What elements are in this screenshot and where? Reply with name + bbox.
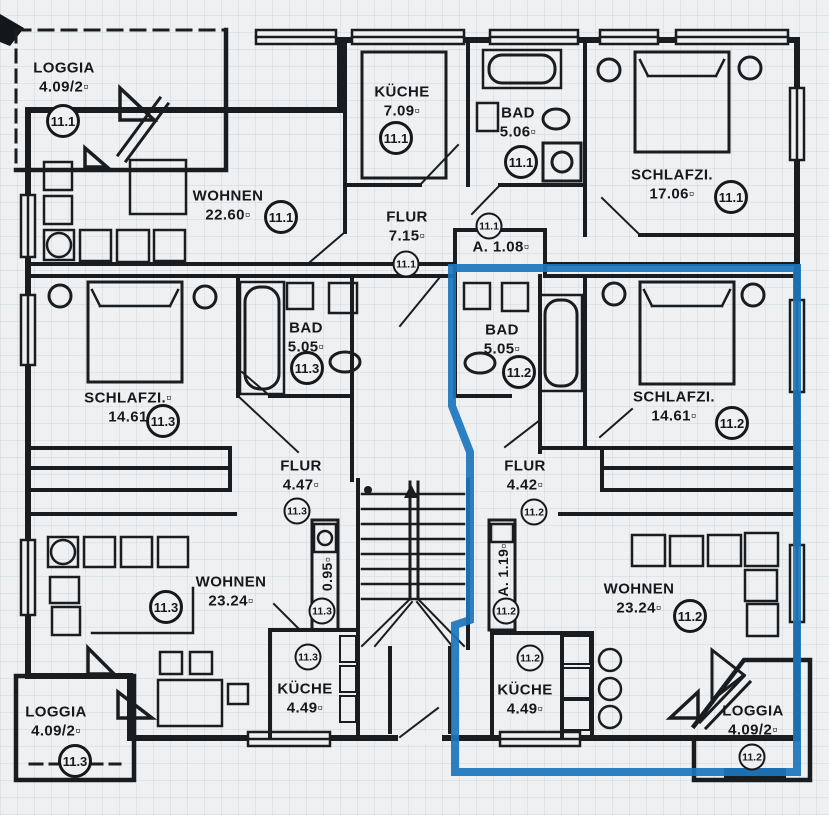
unit-circle-schlafzimmer-11.3: 11.3 [146, 404, 180, 438]
unit-circle-bad-11.3: 11.3 [290, 351, 324, 385]
room-label-schlafzimmer-11.2: SCHLAFZI.14.61▫ [633, 388, 715, 424]
unit-circle-kueche-11.2: 11.2 [516, 644, 544, 672]
unit-circle-wohnen-11.2: 11.2 [673, 599, 707, 633]
unit-circle-abstellraum-11.1: 11.1 [475, 212, 503, 240]
unit-circle-schlafzimmer-11.1: 11.1 [714, 180, 748, 214]
unit-circle-flur-11.3: 11.3 [283, 497, 311, 525]
unit-circle-bad-11.1: 11.1 [504, 145, 538, 179]
unit-circle-kueche-11.1: 11.1 [379, 121, 413, 155]
door-swings [236, 143, 642, 632]
unit-circle-flur-11.1: 11.1 [392, 250, 420, 278]
unit-circle-bad-11.2: 11.2 [502, 355, 536, 389]
unit-circle-kueche-11.3: 11.3 [294, 643, 322, 671]
staircase [360, 480, 466, 648]
shaft-label-11.3: 0.95▫ [319, 556, 335, 592]
unit-circle-shaft-11.3: 11.3 [308, 597, 336, 625]
room-label-schlafzimmer-11.3: SCHLAFZI.▫14.61 [84, 389, 172, 425]
unit-circle-wohnen-11.3: 11.3 [149, 590, 183, 624]
unit-11.2-highlight [448, 264, 801, 776]
room-label-schlafzimmer-11.1: SCHLAFZI.17.06▫ [631, 166, 713, 202]
unit-circle-loggia-11.1: 11.1 [46, 104, 80, 138]
unit-circle-loggia-11.3: 11.3 [58, 744, 92, 778]
unit-circle-loggia-11.2: 11.2 [738, 743, 766, 771]
unit-circle-shaft-11.2: 11.2 [492, 597, 520, 625]
room-label-abstellraum-11.1: A. 1.08▫ [472, 238, 530, 256]
unit-circle-schlafzimmer-11.2: 11.2 [715, 406, 749, 440]
furniture [42, 48, 780, 731]
unit-circle-wohnen-11.1: 11.1 [264, 200, 298, 234]
loggia-top-left [13, 27, 229, 173]
scan-artifact [0, 14, 24, 46]
unit-circle-flur-11.2: 11.2 [520, 498, 548, 526]
shaft-label-11.2: A. 1.19▫ [495, 543, 511, 597]
